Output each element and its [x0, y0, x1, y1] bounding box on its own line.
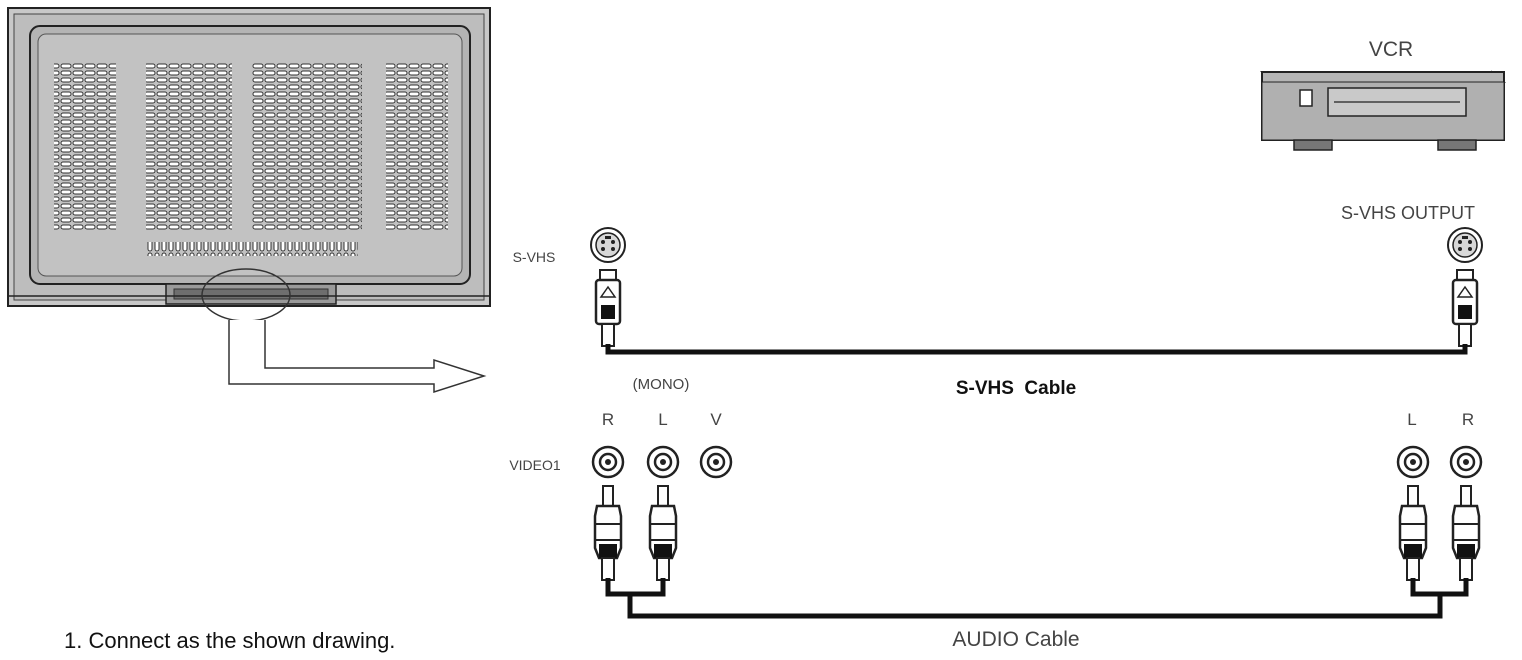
vent-grille — [252, 62, 362, 230]
video1-label: VIDEO1 — [509, 457, 561, 473]
vent-grille — [146, 62, 232, 230]
tv-svhs-jack-icon — [590, 227, 626, 263]
vcr-r-label: R — [1462, 410, 1474, 429]
vcr-audio-r-jack-icon — [1449, 445, 1483, 479]
tv-l-label: L — [658, 410, 667, 429]
vent-grille — [54, 62, 116, 230]
vent-grille — [386, 62, 448, 230]
tv-r-label: R — [602, 410, 614, 429]
rca-plug-vcr-l-icon — [1398, 485, 1428, 581]
svhs-plug-right-icon — [1451, 269, 1479, 347]
rca-plug-tv-r-icon — [593, 485, 623, 581]
vcr-l-label: L — [1407, 410, 1416, 429]
vcr-svhs-jack-icon — [1447, 227, 1483, 263]
audio-cable-label: AUDIO Cable — [952, 628, 1079, 651]
svhs-cable-label: S-VHS Cable — [956, 378, 1076, 399]
rca-plug-vcr-r-icon — [1451, 485, 1481, 581]
vcr-icon — [1259, 70, 1507, 151]
tv-v-label: V — [710, 410, 722, 429]
tv-audio-l-jack-icon — [646, 445, 680, 479]
svhs-port-label: S-VHS — [513, 249, 556, 265]
tv-video-jack-icon — [699, 445, 733, 479]
rca-plug-tv-l-icon — [648, 485, 678, 581]
vcr-label: VCR — [1369, 38, 1413, 61]
vcr-audio-l-jack-icon — [1396, 445, 1430, 479]
svhs-plug-left-icon — [594, 269, 622, 347]
vcr-svhs-output-label: S-VHS OUTPUT — [1341, 203, 1475, 223]
audio-cable-line — [605, 578, 1469, 619]
instruction-step-1: 1. Connect as the shown drawing. — [64, 628, 396, 653]
mono-label: (MONO) — [633, 376, 690, 393]
svhs-cable-line — [605, 344, 1468, 355]
vent-grille-bottom — [146, 242, 358, 256]
tv-audio-r-jack-icon — [591, 445, 625, 479]
zoom-arrow-icon — [228, 320, 487, 394]
tv-rear-panel — [7, 7, 491, 307]
